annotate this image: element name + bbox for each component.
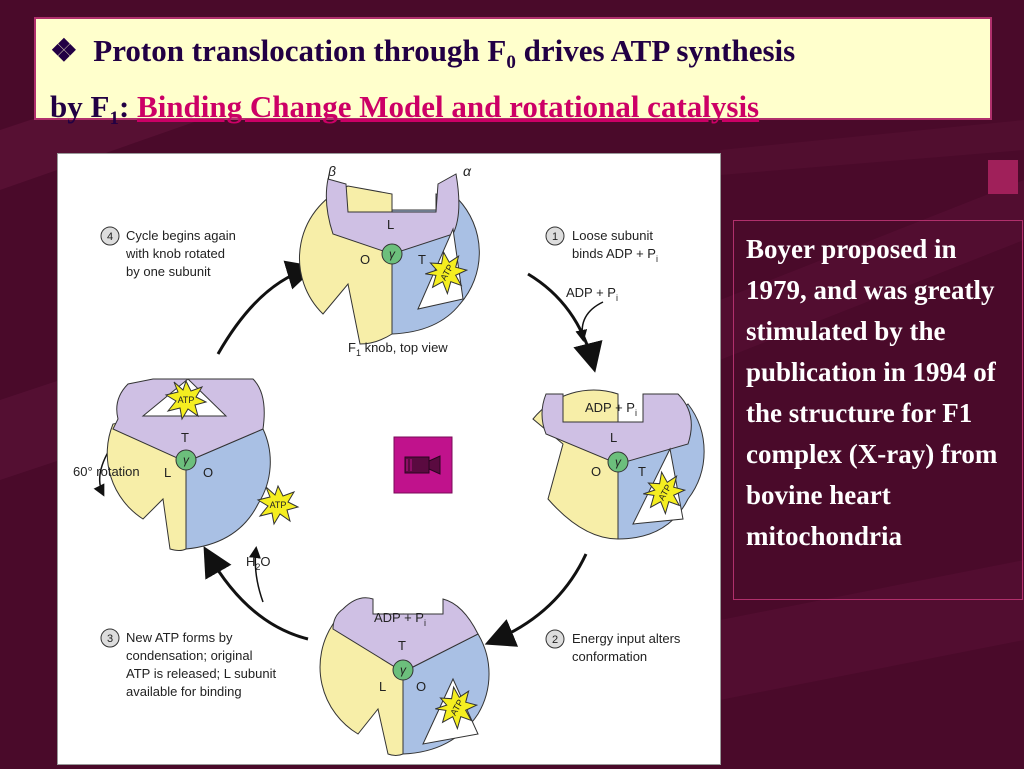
step-1: 1 Loose subunit binds ADP + Pi xyxy=(545,226,658,264)
title-text-1a: Proton translocation through F xyxy=(93,33,507,68)
atp-label-released: ATP xyxy=(270,500,287,510)
knob-caption: F1 knob, top view xyxy=(348,340,448,358)
svg-text:ATP is released; L subunit: ATP is released; L subunit xyxy=(126,666,276,681)
svg-text:available for binding: available for binding xyxy=(126,684,242,699)
camera-icon[interactable] xyxy=(393,436,453,494)
adp-label-right: ADP + Pi xyxy=(585,400,637,418)
svg-text:New ATP forms by: New ATP forms by xyxy=(126,630,233,645)
svg-text:4: 4 xyxy=(107,231,113,243)
subunit-l-top: L xyxy=(387,217,394,232)
beta-label: β xyxy=(327,163,336,179)
subunit-o-right: O xyxy=(591,464,601,479)
cycle-arrow-top-right xyxy=(527,272,603,373)
subunit-o-bottom: O xyxy=(416,679,426,694)
adp-label-incoming: ADP + Pi xyxy=(566,285,618,303)
cycle-arrow-top-left xyxy=(216,260,317,355)
subunit-o-left: O xyxy=(203,465,213,480)
title-colon: : xyxy=(118,89,138,125)
subunit-o-top: O xyxy=(360,252,370,267)
subunit-l-bottom: L xyxy=(379,679,386,694)
f1-knob-left: ATP γ T L O xyxy=(106,378,271,551)
subunit-l-left: L xyxy=(164,465,171,480)
svg-text:2: 2 xyxy=(552,634,558,646)
title-sub-0: 0 xyxy=(506,52,516,74)
title-sub-1: 1 xyxy=(109,108,119,130)
step-2: 2 Energy input alters conformation xyxy=(545,629,681,664)
svg-text:3: 3 xyxy=(107,633,113,645)
binding-change-figure: ATP γ L O T β α F1 knob, top view ATP γ … xyxy=(57,153,721,765)
adp-label-bottom: ADP + Pi xyxy=(374,610,426,628)
h2o-label: H2O xyxy=(246,554,271,572)
rotation-label: 60° rotation xyxy=(73,464,140,479)
atp-label-left: ATP xyxy=(178,395,195,405)
binding-change-link[interactable]: Binding Change Model and rotational cata… xyxy=(137,89,760,125)
svg-text:Loose subunit: Loose subunit xyxy=(572,228,653,243)
adp-in-arrow xyxy=(575,301,604,342)
subunit-t-top: T xyxy=(418,252,426,267)
svg-text:1: 1 xyxy=(552,231,558,243)
gamma-right: γ xyxy=(615,455,622,469)
subunit-l-right: L xyxy=(610,430,617,445)
step-4: 4 Cycle begins again with knob rotated b… xyxy=(100,226,236,279)
svg-text:conformation: conformation xyxy=(572,649,647,664)
side-note: Boyer proposed in 1979, and was greatly … xyxy=(733,220,1023,600)
gamma-top: γ xyxy=(389,247,396,261)
svg-text:with knob rotated: with knob rotated xyxy=(125,246,225,261)
atp-starburst-left: ATP xyxy=(164,379,208,421)
svg-text:by one subunit: by one subunit xyxy=(126,264,211,279)
svg-text:condensation; original: condensation; original xyxy=(126,648,253,663)
step-3: 3 New ATP forms by condensation; origina… xyxy=(100,628,276,699)
gamma-bottom: γ xyxy=(400,663,407,677)
f1-knob-bottom: ATP γ T L O ADP + Pi xyxy=(319,597,490,756)
cycle-arrow-bottom-left xyxy=(203,546,309,641)
title-text-2a: by F xyxy=(50,89,110,125)
svg-text:binds ADP + Pi: binds ADP + Pi xyxy=(572,246,658,264)
f1-rotation-diagram: ATP γ L O T β α F1 knob, top view ATP γ … xyxy=(73,163,705,756)
atp-starburst-bottom: ATP xyxy=(435,685,479,731)
h2o-arrow xyxy=(248,546,264,603)
cycle-arrow-bottom-right xyxy=(484,553,588,647)
title-text-1b: drives ATP synthesis xyxy=(515,33,796,68)
subunit-t-right: T xyxy=(638,464,646,479)
f1-knob-top: ATP γ L O T xyxy=(299,173,480,345)
gamma-left: γ xyxy=(183,453,190,467)
atp-starburst-top: ATP xyxy=(425,250,469,296)
slide-title: ❖ Proton translocation through F0 drives… xyxy=(34,17,992,129)
svg-text:Cycle begins again: Cycle begins again xyxy=(126,228,236,243)
alpha-label: α xyxy=(463,163,472,179)
atp-starburst-released: ATP xyxy=(256,484,300,526)
atp-starburst-right: ATP xyxy=(643,470,687,516)
subunit-t-left: T xyxy=(181,430,189,445)
bullet-icon: ❖ xyxy=(50,33,78,68)
title-line-1: ❖ Proton translocation through F0 drives… xyxy=(50,29,976,85)
f1-knob-right: ATP γ L O T ADP + Pi xyxy=(532,389,705,540)
title-line-2: by F1: Binding Change Model and rotation… xyxy=(50,85,976,141)
svg-text:Energy input alters: Energy input alters xyxy=(572,631,681,646)
subunit-t-bottom: T xyxy=(398,638,406,653)
